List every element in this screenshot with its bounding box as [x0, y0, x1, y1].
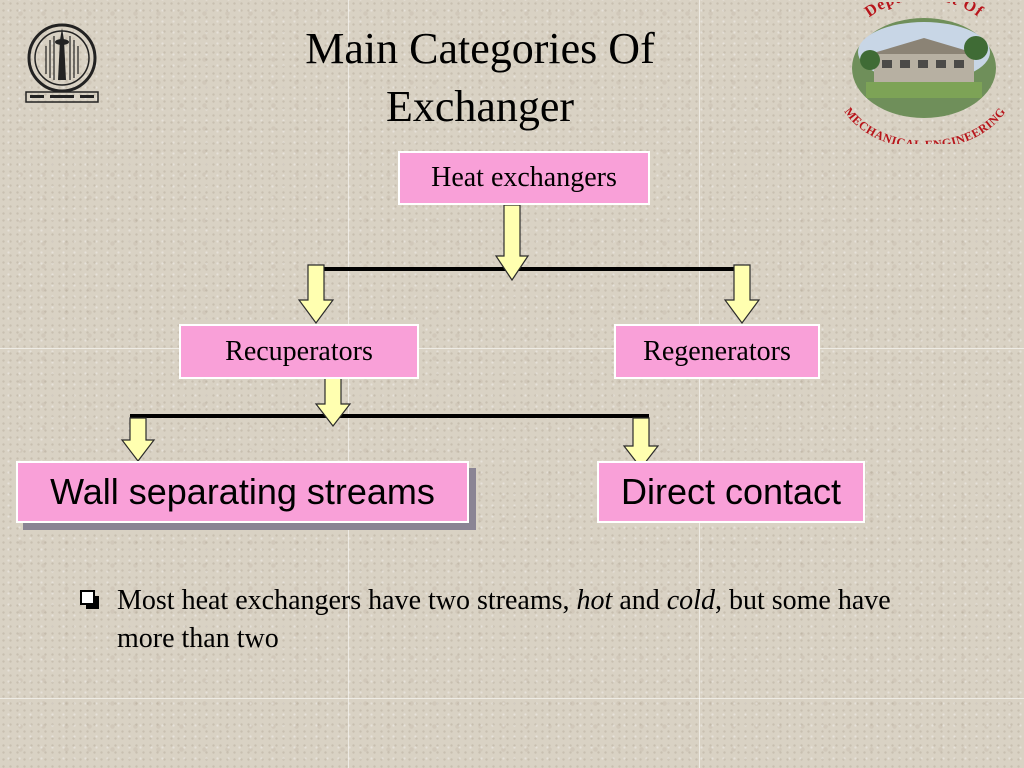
- bullet-text-part3: , but some have more than two: [117, 585, 891, 654]
- slide-title-line1: Main Categories Of: [305, 24, 655, 73]
- svg-text:Department Of: Department Of: [862, 2, 987, 21]
- down-arrow-icon: [297, 264, 335, 325]
- slide-title: Main Categories Of Exchanger: [230, 20, 730, 136]
- department-logo: Department Of MECHANICAL ENGINEERING: [842, 2, 1008, 144]
- checkbox-bullet-icon: [80, 590, 99, 609]
- node-label: Heat exchangers: [431, 162, 617, 193]
- node-wall-separating-streams: Wall separating streams: [16, 461, 469, 523]
- bullet-text-cold: cold: [666, 585, 715, 616]
- node-label: Recuperators: [225, 335, 373, 367]
- down-arrow-icon: [494, 204, 530, 282]
- bullet-text: Most heat exchangers have two streams, h…: [117, 582, 947, 658]
- slide-title-line2: Exchanger: [385, 82, 575, 131]
- bullet-text-part1: Most heat exchangers have two streams,: [117, 585, 577, 616]
- down-arrow-icon: [723, 264, 761, 325]
- down-arrow-icon: [120, 417, 156, 462]
- node-heat-exchangers: Heat exchangers: [398, 151, 650, 205]
- institute-emblem-icon: [25, 23, 99, 103]
- node-label: Direct contact: [620, 471, 842, 512]
- node-recuperators: Recuperators: [179, 324, 419, 379]
- node-label: Wall separating streams: [50, 471, 435, 512]
- down-arrow-icon: [314, 375, 352, 427]
- logo-arc-top-text: Department Of: [862, 2, 986, 21]
- building-photo-icon: [852, 18, 996, 118]
- node-label: Regenerators: [643, 335, 791, 367]
- bullet-text-hot: hot: [576, 585, 613, 616]
- node-regenerators: Regenerators: [614, 324, 820, 379]
- node-direct-contact: Direct contact: [597, 461, 865, 523]
- bullet-text-part2: and: [612, 585, 667, 616]
